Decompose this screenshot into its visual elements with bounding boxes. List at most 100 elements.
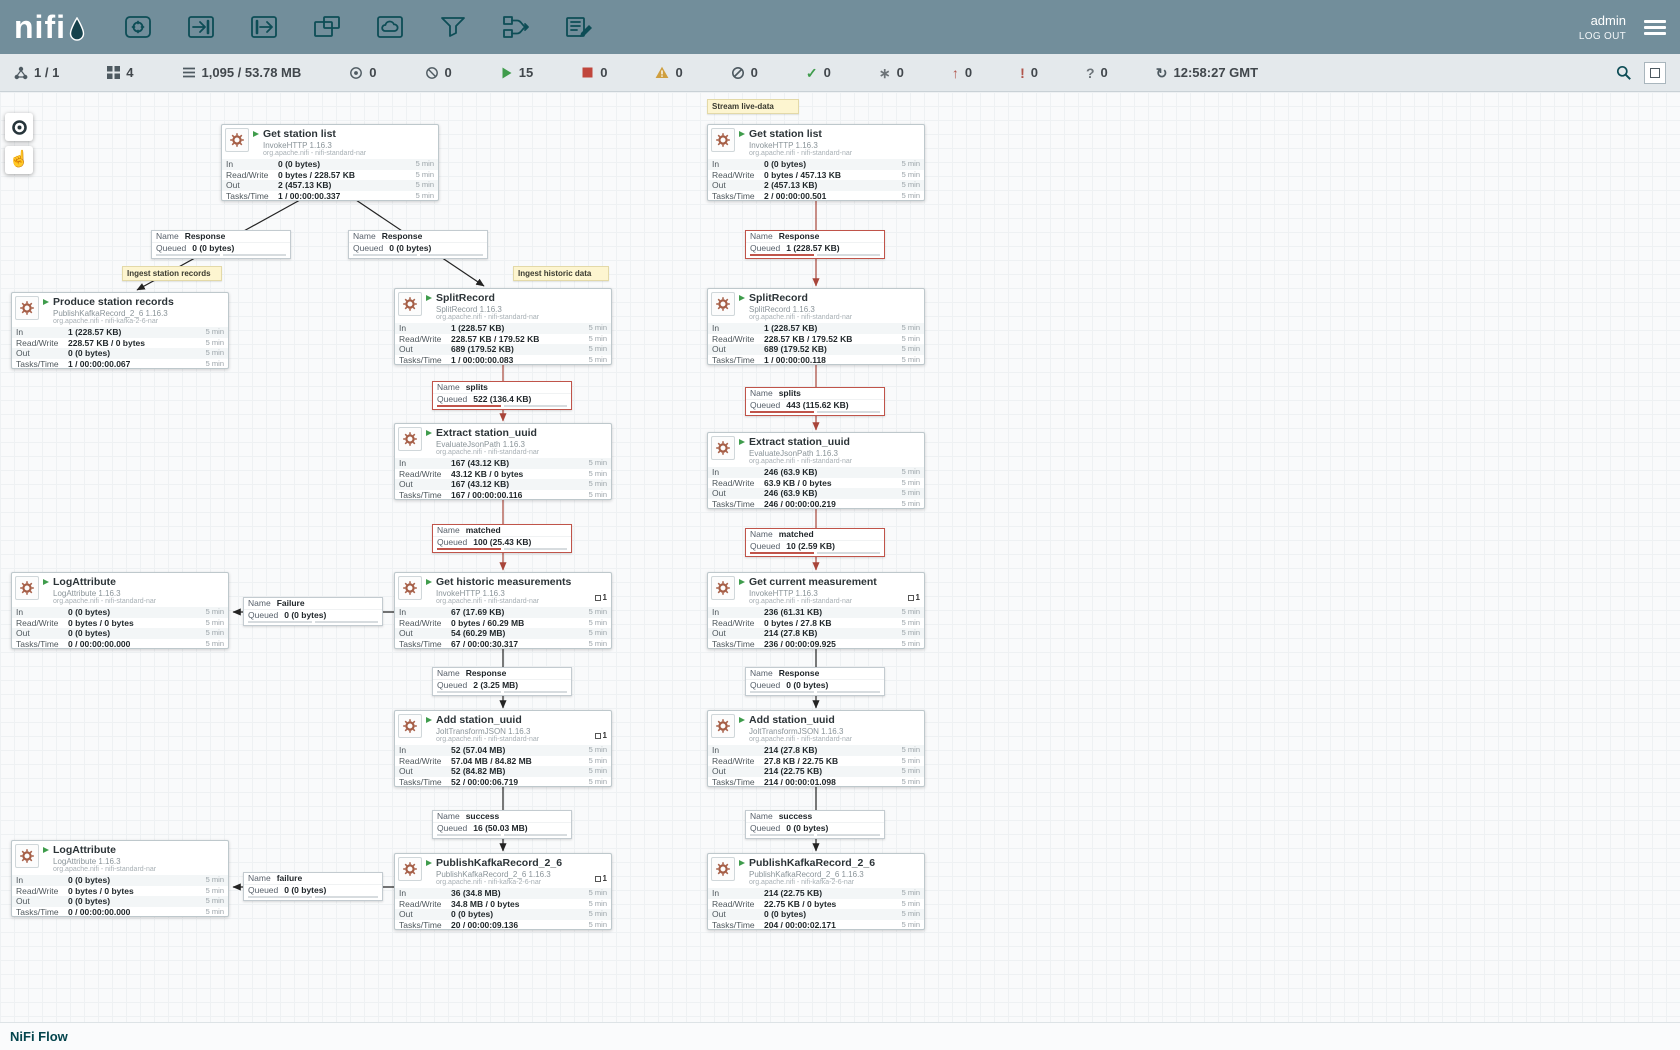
header-right: admin LOG OUT	[1579, 13, 1666, 42]
stat-locally-modified: ∗ 0	[879, 65, 904, 80]
processor-type-icon	[398, 576, 422, 600]
processor-icon[interactable]	[120, 12, 156, 42]
process-group-icon[interactable]	[309, 12, 345, 42]
logout-link[interactable]: LOG OUT	[1578, 30, 1626, 42]
operate-palette-button[interactable]: ☝	[5, 146, 33, 174]
running-status-icon	[739, 131, 745, 137]
processor-bundle: org.apache.nifi - nifi-standard-nar	[436, 314, 540, 321]
running-status-icon	[426, 860, 432, 866]
refresh-icon[interactable]: ↻	[1155, 64, 1168, 81]
app-header: nifi admin LOG O	[0, 0, 1680, 54]
up-to-date-icon: ✓	[805, 64, 818, 81]
input-port-icon[interactable]	[183, 12, 219, 42]
stat-label: In	[712, 745, 720, 755]
flow-canvas[interactable]: ☝ Ingest station records Ingest historic …	[0, 92, 1680, 1022]
queued-count: 0 (0 bytes)	[786, 823, 829, 833]
breadcrumb-bar: NiFi Flow	[0, 1022, 1680, 1050]
stat-value: 43.12 KB / 0 bytes	[451, 468, 524, 479]
label-icon[interactable]	[561, 12, 597, 42]
stat-label: In	[16, 327, 24, 337]
stat-label: Read/Write	[399, 617, 442, 628]
stat-label: Tasks/Time	[399, 776, 442, 787]
stat-label: Out	[399, 628, 413, 638]
backpressure-bar	[746, 551, 884, 556]
output-port-icon[interactable]	[246, 12, 282, 42]
stat-window: 5 min	[588, 344, 607, 353]
stat-label: Tasks/Time	[399, 919, 442, 930]
stat-label: Out	[712, 628, 726, 638]
backpressure-bar	[746, 690, 884, 695]
processor-bundle: org.apache.nifi - nifi-kafka-2-6-nar	[749, 879, 855, 886]
global-menu-icon[interactable]	[1644, 19, 1666, 35]
stat-value: 246 (63.9 KB)	[764, 467, 818, 477]
search-icon[interactable]	[1616, 65, 1632, 81]
running-status-icon	[43, 579, 49, 585]
queued-count: 0 (0 bytes)	[786, 680, 829, 690]
stat-window: 5 min	[901, 323, 920, 332]
active-threads-icon	[107, 66, 121, 79]
stat-refresh[interactable]: ↻ 12:58:27 GMT	[1156, 65, 1258, 80]
stat-window: 5 min	[901, 628, 920, 637]
connection-name: matched	[465, 525, 501, 535]
canvas-label[interactable]: Ingest station records	[122, 266, 222, 281]
canvas-label[interactable]: Ingest historic data	[513, 266, 609, 281]
navigate-palette-button[interactable]	[5, 113, 33, 141]
funnel-icon[interactable]	[435, 12, 471, 42]
processor-glyph-icon	[403, 862, 417, 876]
stat-label: Out	[712, 344, 726, 354]
stat-value: 214 (27.8 KB)	[764, 628, 818, 638]
stat-label: In	[16, 607, 24, 617]
processor-glyph-icon	[716, 581, 730, 595]
stat-label: Out	[226, 180, 240, 190]
backpressure-bar	[746, 833, 884, 838]
panel-toggle-button[interactable]	[1644, 61, 1666, 84]
connection-name: success	[465, 811, 500, 821]
stat-cluster: 1 / 1	[14, 65, 59, 80]
processor-type-icon	[711, 714, 735, 738]
stat-label: Read/Write	[712, 477, 755, 488]
canvas-label[interactable]: Stream live-data	[707, 99, 799, 114]
stat-value: 246 (63.9 KB)	[764, 488, 818, 498]
template-icon[interactable]	[498, 12, 534, 42]
breadcrumb[interactable]: NiFi Flow	[10, 1029, 68, 1044]
remote-process-group-icon[interactable]	[372, 12, 408, 42]
